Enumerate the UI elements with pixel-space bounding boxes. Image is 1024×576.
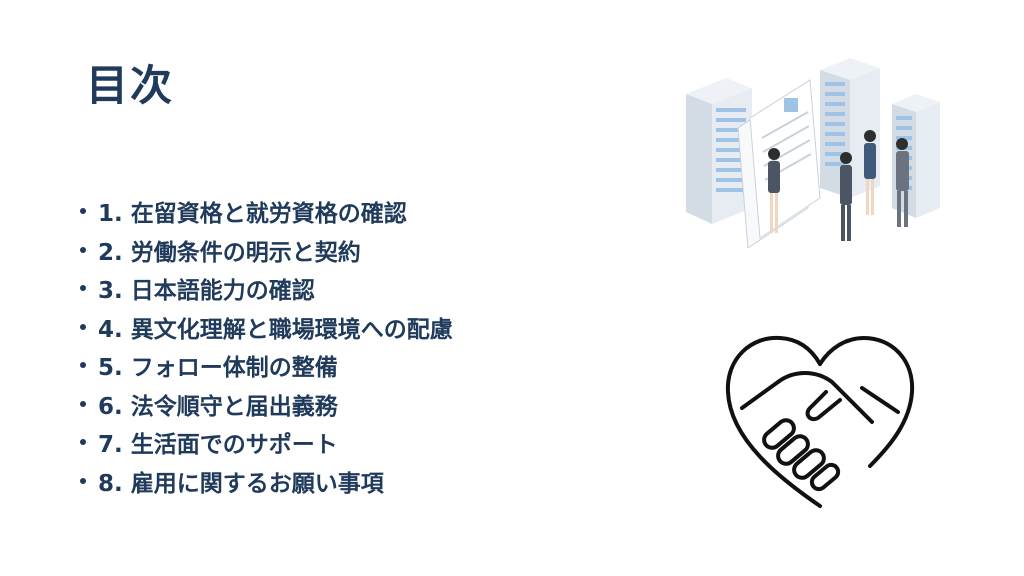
list-item: 2. 労働条件の明示と契約 xyxy=(78,231,453,270)
bullet-icon xyxy=(80,439,86,446)
bullet-icon xyxy=(80,477,86,484)
list-item-label: 6. 法令順守と届出義務 xyxy=(98,393,338,420)
list-item: 4. 異文化理解と職場環境への配慮 xyxy=(78,308,453,347)
table-of-contents: 1. 在留資格と就労資格の確認 2. 労働条件の明示と契約 3. 日本語能力の確… xyxy=(78,192,453,500)
bullet-icon xyxy=(80,285,86,292)
list-item: 7. 生活面でのサポート xyxy=(78,423,453,462)
bullet-icon xyxy=(80,208,86,215)
list-item: 1. 在留資格と就労資格の確認 xyxy=(78,192,453,231)
list-item-label: 7. 生活面でのサポート xyxy=(98,432,338,459)
list-item: 5. フォロー体制の整備 xyxy=(78,346,453,385)
bullet-icon xyxy=(80,362,86,369)
bullet-icon xyxy=(80,246,86,253)
list-item-label: 3. 日本語能力の確認 xyxy=(98,278,315,305)
list-item-label: 4. 異文化理解と職場環境への配慮 xyxy=(98,316,453,343)
list-item: 6. 法令順守と届出義務 xyxy=(78,385,453,424)
office-buildings-people-illustration xyxy=(686,58,940,248)
bullet-icon xyxy=(80,323,86,330)
list-item-label: 2. 労働条件の明示と契約 xyxy=(98,239,361,266)
list-item-label: 8. 雇用に関するお願い事項 xyxy=(98,470,384,497)
list-item-label: 1. 在留資格と就労資格の確認 xyxy=(98,201,407,228)
list-item-label: 5. フォロー体制の整備 xyxy=(98,355,338,382)
heart-handshake-icon xyxy=(725,335,915,508)
list-item: 3. 日本語能力の確認 xyxy=(78,269,453,308)
list-item: 8. 雇用に関するお願い事項 xyxy=(78,462,453,501)
page-title: 目次 xyxy=(86,61,175,110)
bullet-icon xyxy=(80,400,86,407)
